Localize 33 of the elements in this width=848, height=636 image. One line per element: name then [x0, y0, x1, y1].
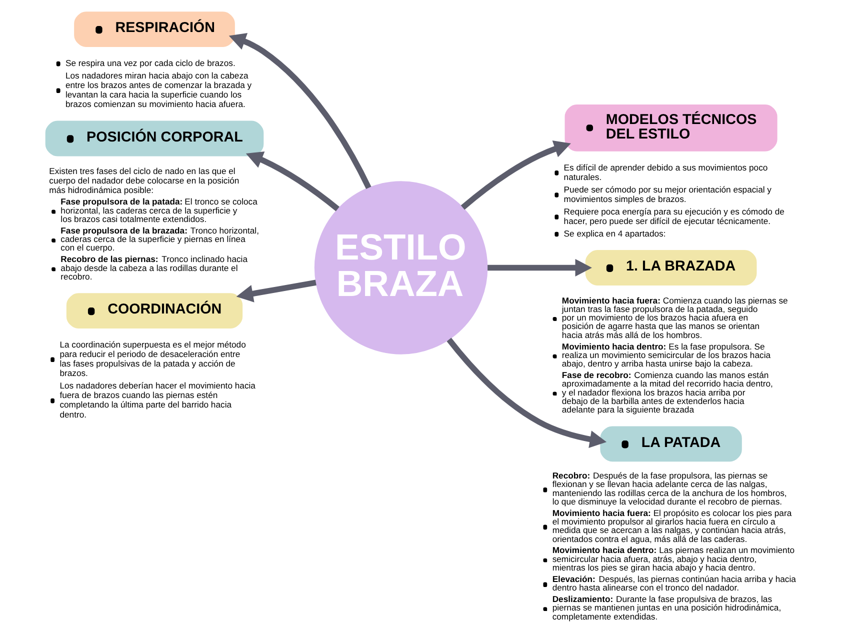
node-box: POSICIÓN CORPORAL [44, 120, 264, 156]
node-label: Puede ser cómodo por su mejor orientación espacial y movimientos simples de brazos. [563, 184, 772, 204]
node-label: Elevación: Después, las piernas continúan hacia arriba y hacia dentro hasta alinearse con el tronco del nadador. [552, 574, 796, 593]
node-label: Se explica en 4 apartados: [563, 228, 666, 238]
node-label: Fase propulsora de la patada: El tronco se coloca horizontal, las caderas cerca de la superficie y los brazos casi totalmente extendidos. [60, 196, 257, 224]
arrow [460, 140, 570, 210]
node-circle: ESTILO BRAZA [314, 181, 488, 354]
arrow [245, 151, 339, 212]
arrow [236, 280, 316, 302]
node-box: LA PATADA [600, 426, 742, 462]
arrow [487, 258, 592, 276]
node-label: La coordinación superpuesta es el mejor método para reducir el periodo de desaceleración entre las fases propulsivas de la patada y acción de brazos. [59, 339, 246, 378]
node-label: Es difícil de aprender debido a sus movimientos poco naturales. [563, 162, 768, 182]
node-label: Los nadadores miran hacia abajo con la cabeza entre los brazos antes de comenzar la brazada y levantan la cara hacia la superficie cuando los brazos comienzan su movimiento hacia afuera. [64, 70, 252, 110]
node-label: Movimiento hacia fuera: Comienza cuando las piernas se juntan tras la fase propulsora de la patada, seguido por un movimiento de los brazos hacia afuera en posición de agarre hasta que las manos se orientan hacia atrás más allá de los hombros. [561, 295, 788, 340]
node-label: Recobro de las piernas: Tronco inclinado hacia abajo desde la cabeza a las rodillas durante el recobro. [60, 254, 248, 282]
node-box: COORDINACIÓN [66, 293, 242, 329]
node-label: Movimiento hacia dentro: Es la fase propulsora. Se realiza un movimiento semicircular de los brazos hacia abajo, dentro y arriba hasta unirse bajo la cabeza. [561, 341, 770, 369]
node-label: Los nadadores deberían hacer el movimiento hacia fuera de brazos cuando las piernas estén completando la última parte del barrido hacia dentro. [59, 380, 255, 420]
node-label: Requiere poca energía para su ejecución y es cómodo de hacer, pero puede ser difícil de ejecutar técnicamente. [563, 206, 784, 226]
node-box: RESPIRACIÓN [74, 12, 234, 48]
node-label: Existen tres fases del ciclo de nado en las que el cuerpo del nadador debe colocarse en la posición más hidrodinámica posible: [48, 166, 239, 196]
arrow [228, 33, 371, 190]
node-label: Fase propulsora de la brazada: Tronco horizontal, caderas cerca de la superficie y piernas en línea con el cuerpo. [60, 225, 258, 253]
node-label: Se respira una vez por cada ciclo de brazos. [64, 58, 235, 68]
node-label: Deslizamiento: Durante la fase propulsiva de brazos, las piernas se mantienen juntas en una posición hidrodinámica, completamente extendidas. [552, 594, 781, 622]
arrow [446, 338, 606, 448]
node-label: Movimiento hacia dentro: Las piernas realizan un movimiento semicircular hacia afuera, atrás, abajo y hacia dentro, mientras los pies se giran hacia abajo y hacia dentro. [552, 545, 794, 572]
node-box: 1. LA BRAZADA [584, 250, 756, 286]
node-label: Recobro: Después de la fase propulsora, las piernas se flexionan y se llevan hacia adelante cerca de las nalgas, manteniendo las rodillas cerca de la anchura de los hombros, lo que disminuye la velocidad durante el recobro de piernas. [552, 470, 786, 506]
node-label: Fase de recobro: Comienza cuando las manos están aproximadamente a la mitad del recorrido hacia dentro, y el nadador flexiona los brazos hacia arriba por debajo de la barbilla antes de extenderlos hacia adelante para la siguiente brazada [561, 370, 772, 414]
node-box: MODELOS TÉCNICOS DEL ESTILO [564, 104, 777, 152]
node-label: Movimiento hacia fuera: El propósito es colocar los pies para el movimiento propulsor al girarlos hacia fuera en círculo a medida que se acercan a las nalgas, y continúan hacia atrás, orientados contra el agua, más allá de las caderas. [552, 508, 792, 544]
